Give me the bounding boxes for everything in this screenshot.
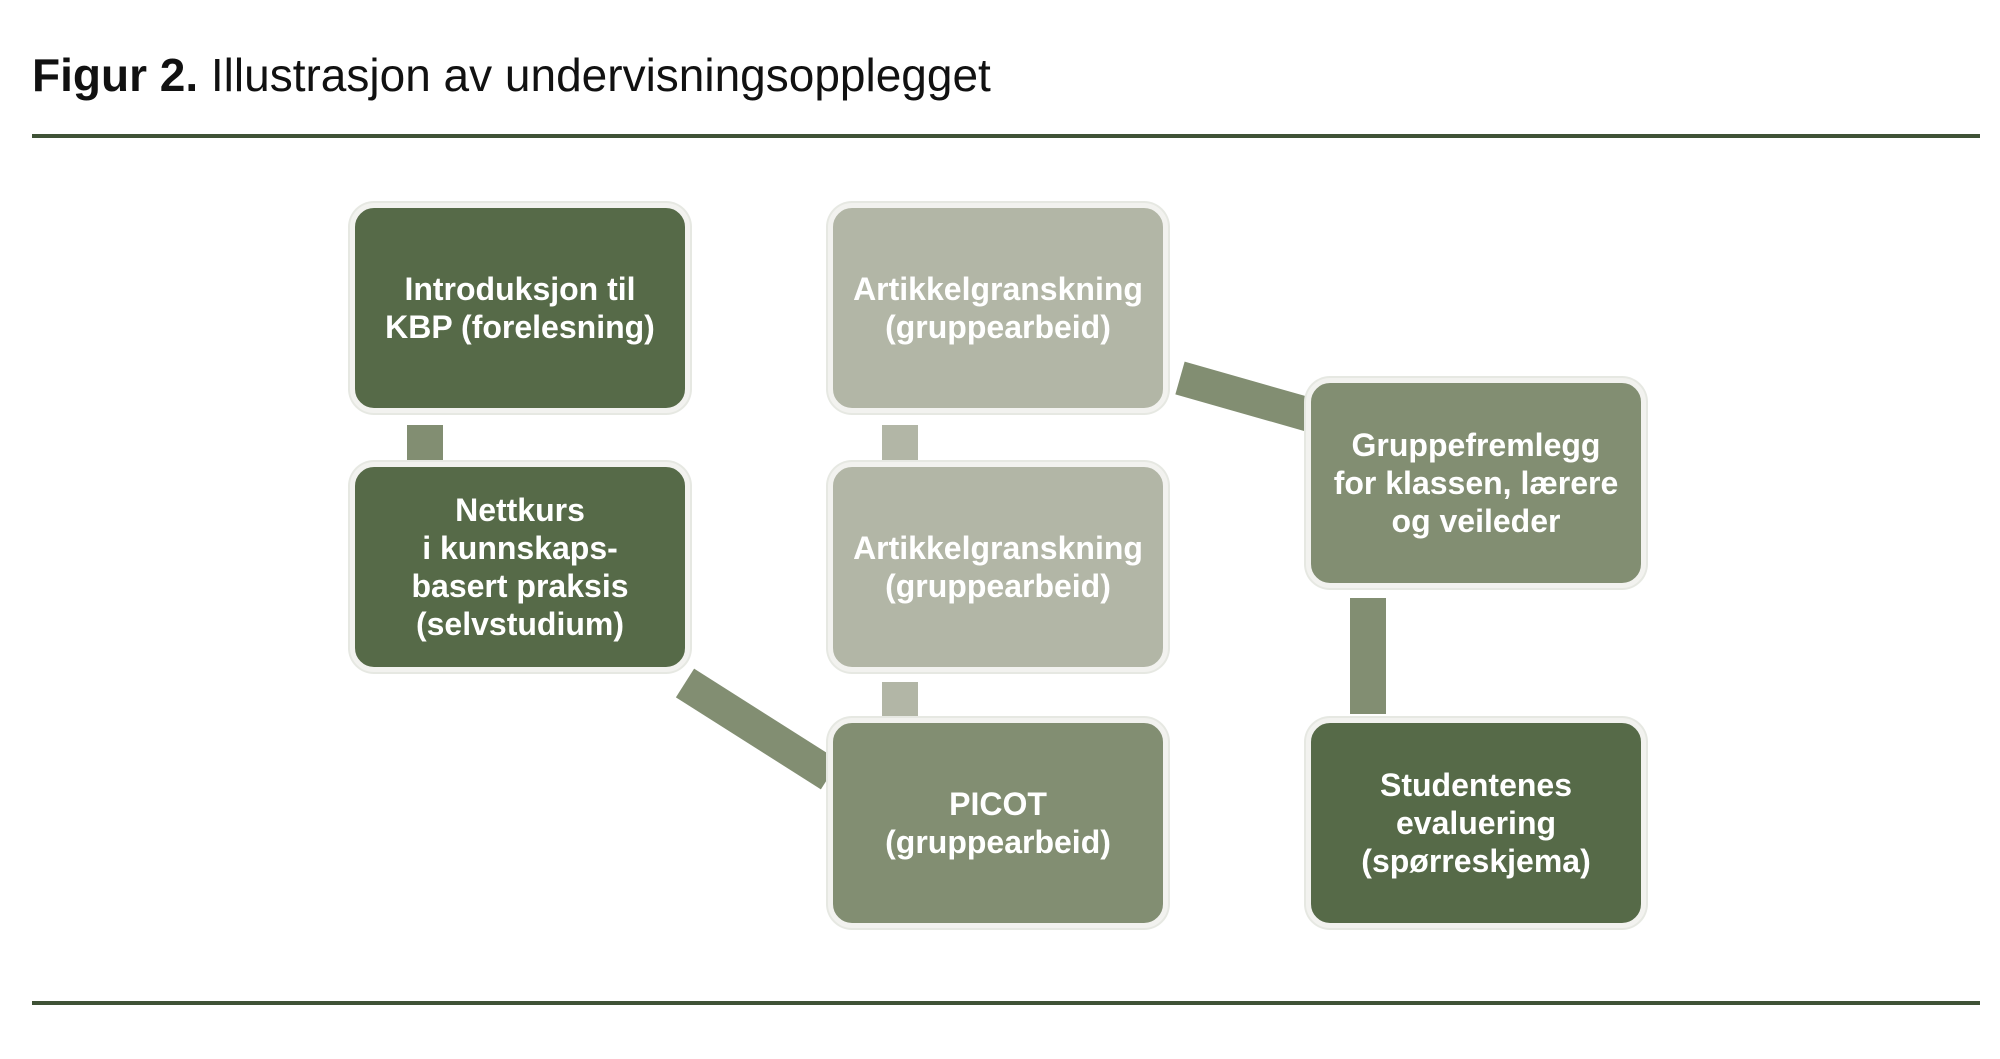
box-picot: PICOT (gruppearbeid) (828, 718, 1168, 928)
box-artikkelgranskning-1: Artikkelgranskning (gruppearbeid) (828, 203, 1168, 413)
top-rule (32, 134, 1980, 138)
connector-nettkurs-picot (675, 668, 840, 790)
figure-title: Figur 2. Illustrasjon av undervisningsop… (32, 48, 991, 102)
figure-label: Figur 2. (32, 49, 199, 101)
connector-artikkel1-artikkel2 (882, 425, 918, 460)
connector-artikkel2-picot (882, 682, 918, 717)
bottom-rule (32, 1001, 1980, 1005)
connector-gruppefremlegg-evaluering (1350, 598, 1386, 714)
connector-artikkel1-gruppefremlegg (1175, 361, 1315, 432)
connector-intro-nettkurs (407, 425, 443, 460)
box-gruppefremlegg: Gruppefremlegg for klassen, lærere og ve… (1306, 378, 1646, 588)
box-studentenes-evaluering: Studentenes evaluering (spørreskjema) (1306, 718, 1646, 928)
box-nettkurs: Nettkurs i kunnskaps- basert praksis (se… (350, 462, 690, 672)
box-introduksjon: Introduksjon til KBP (forelesning) (350, 203, 690, 413)
box-artikkelgranskning-2: Artikkelgranskning (gruppearbeid) (828, 462, 1168, 672)
figure-caption: Illustrasjon av undervisningsopplegget (210, 49, 991, 101)
